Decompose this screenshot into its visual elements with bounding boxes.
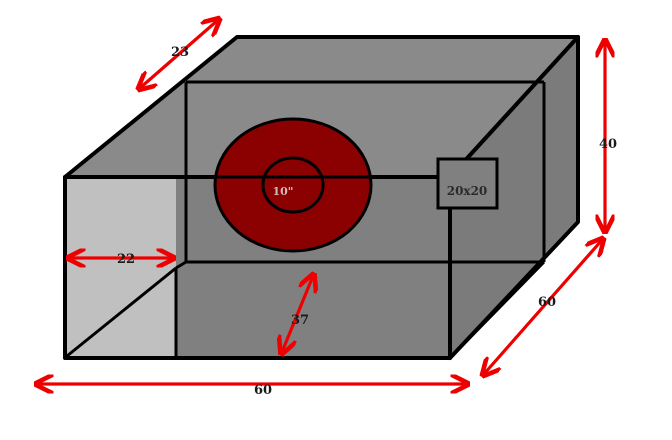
port-size-label: 20x20 — [447, 184, 488, 198]
label-width-inner: 22 — [117, 252, 135, 267]
arrow-depth-right — [484, 240, 602, 374]
label-depth-right: 60 — [538, 295, 556, 310]
cutaway-section — [67, 179, 176, 356]
driver-cutout: 10" — [213, 117, 373, 253]
cutaway-diagonal — [66, 266, 177, 358]
label-width-bottom: 60 — [254, 383, 272, 398]
arrow-depth-top — [140, 20, 218, 88]
label-depth-top: 23 — [171, 45, 189, 60]
label-height-right: 40 — [599, 137, 617, 152]
port-rect — [436, 157, 499, 210]
driver-size-label: 10" — [272, 185, 293, 198]
label-inner-height: 37 — [291, 313, 309, 328]
dimension-labels: 23 40 22 37 60 60 — [117, 45, 617, 398]
driver-inner-ring — [261, 156, 325, 214]
dimension-arrows — [38, 20, 605, 384]
port-cutout: 20x20 — [436, 157, 499, 210]
arrow-inner-height — [282, 276, 313, 352]
